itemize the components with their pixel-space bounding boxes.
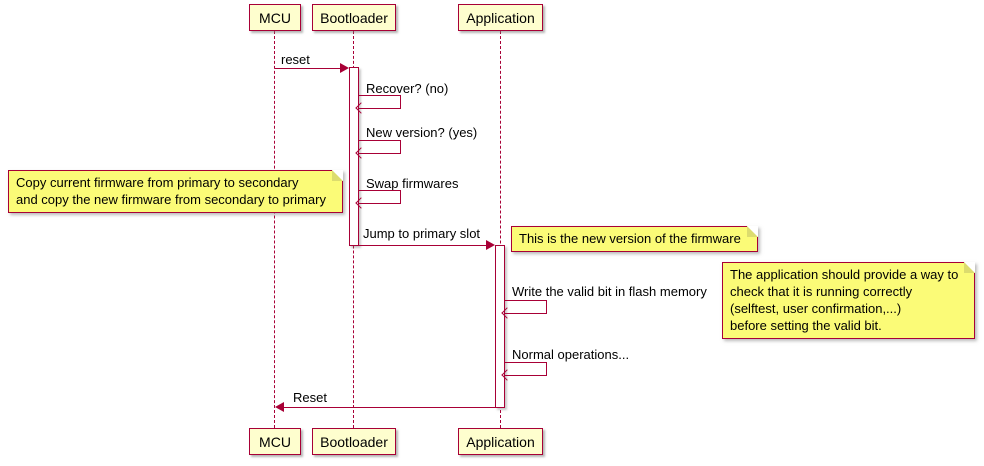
arrowhead-left-icon: [275, 402, 284, 412]
self-message-loop-recover: [359, 95, 401, 109]
note-new-firmware-version: This is the new version of the firmware: [511, 226, 758, 252]
note-line: and copy the new firmware from secondary…: [16, 192, 326, 207]
note-valid-bit: The application should provide a way to …: [722, 262, 976, 339]
message-label-reset: reset: [281, 52, 310, 67]
participant-label: Bootloader: [320, 433, 388, 450]
message-label-jump-primary: Jump to primary slot: [363, 226, 481, 241]
participant-label: Bootloader: [320, 9, 388, 26]
note-line: This is the new version of the firmware: [519, 231, 741, 246]
message-label-recover: Recover? (no): [366, 81, 449, 96]
participant-bootloader-bottom: Bootloader: [312, 428, 396, 455]
participant-application-top: Application: [458, 4, 543, 31]
message-label-write-valid-bit: Write the valid bit in flash memory: [512, 284, 707, 299]
participant-bootloader-top: Bootloader: [312, 4, 396, 31]
arrowhead-right-icon: [340, 63, 349, 73]
message-line-jump-primary: [359, 245, 486, 246]
note-line: (selftest, user confirmation,...): [730, 301, 902, 316]
self-message-loop-swap: [359, 190, 401, 204]
message-label-normal-operations: Normal operations...: [512, 347, 630, 362]
message-label-reset-back: Reset: [293, 390, 327, 405]
participant-mcu-top: MCU: [249, 4, 301, 31]
participant-label: MCU: [259, 9, 291, 26]
participant-label: Application: [466, 433, 535, 450]
note-line: The application should provide a way to: [730, 267, 959, 282]
lifeline-mcu: [274, 31, 275, 428]
message-label-swap-firmwares: Swap firmwares: [366, 176, 459, 191]
self-message-loop-write-valid-bit: [505, 300, 547, 314]
note-line: before setting the valid bit.: [730, 318, 882, 333]
arrowhead-right-icon: [486, 240, 495, 250]
participant-application-bottom: Application: [458, 428, 543, 455]
participant-label: Application: [466, 9, 535, 26]
note-line: check that it is running correctly: [730, 284, 913, 299]
message-label-new-version: New version? (yes): [366, 125, 478, 140]
note-copy-firmware: Copy current firmware from primary to se…: [8, 170, 343, 213]
message-line-reset: [275, 68, 340, 69]
participant-label: MCU: [259, 433, 291, 450]
note-line: Copy current firmware from primary to se…: [16, 175, 299, 190]
self-message-loop-normal-operations: [505, 362, 547, 376]
lifeline-application: [500, 31, 501, 428]
self-message-loop-new-version: [359, 140, 401, 154]
activation-bootloader: [349, 67, 359, 246]
activation-application: [495, 245, 505, 408]
message-line-reset-back: [284, 407, 495, 408]
participant-mcu-bottom: MCU: [249, 428, 301, 455]
